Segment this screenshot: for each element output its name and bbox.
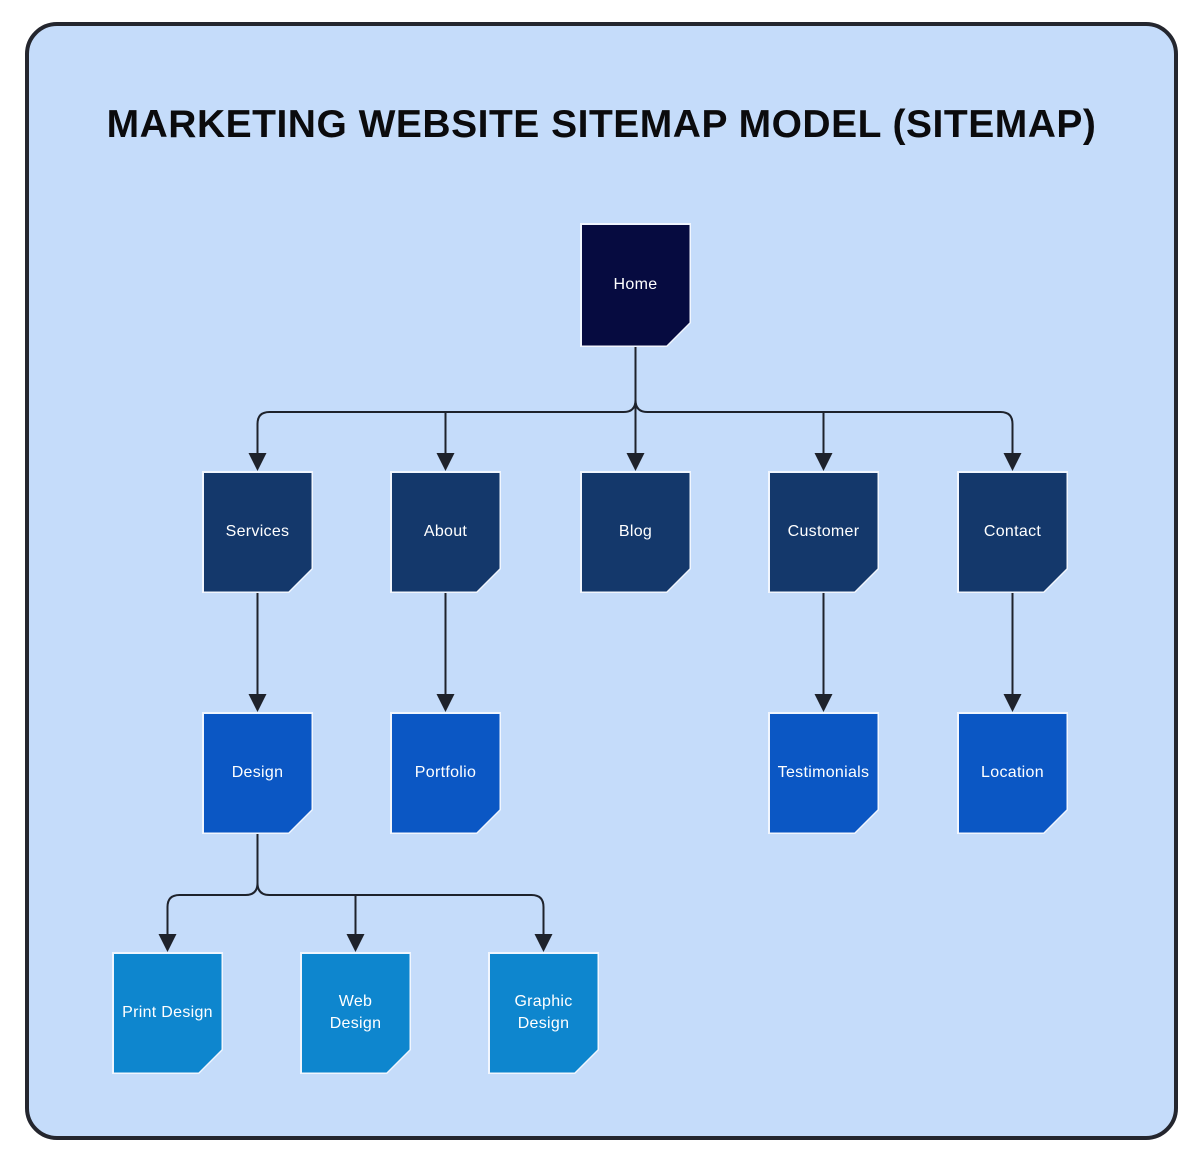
- node-location[interactable]: Location: [957, 712, 1068, 834]
- node-blog-box: Blog: [582, 473, 690, 592]
- node-location-box: Location: [959, 714, 1067, 833]
- node-graphic-design-box: Graphic Design: [490, 954, 598, 1073]
- node-testimonials-box: Testimonials: [770, 714, 878, 833]
- node-web-design-box: Web Design: [302, 954, 410, 1073]
- node-contact[interactable]: Contact: [957, 471, 1068, 593]
- node-services-label: Services: [225, 523, 290, 541]
- node-web-design[interactable]: Web Design: [300, 952, 411, 1074]
- node-about-label: About: [423, 523, 468, 541]
- node-home-label: Home: [613, 276, 658, 294]
- node-blog[interactable]: Blog: [580, 471, 691, 593]
- node-print-design-box: Print Design: [114, 954, 222, 1073]
- node-blog-label: Blog: [618, 523, 653, 541]
- node-about-box: About: [392, 473, 500, 592]
- node-customer-label: Customer: [787, 523, 860, 541]
- node-portfolio-box: Portfolio: [392, 714, 500, 833]
- node-graphic-design-label: Graphic Design: [514, 993, 573, 1032]
- node-home[interactable]: Home: [580, 223, 691, 347]
- node-portfolio-label: Portfolio: [414, 764, 477, 782]
- node-graphic-design[interactable]: Graphic Design: [488, 952, 599, 1074]
- node-portfolio[interactable]: Portfolio: [390, 712, 501, 834]
- node-contact-label: Contact: [983, 523, 1042, 541]
- node-testimonials-label: Testimonials: [777, 764, 870, 782]
- page-title: MARKETING WEBSITE SITEMAP MODEL (SITEMAP…: [106, 103, 1097, 146]
- node-services[interactable]: Services: [202, 471, 313, 593]
- node-contact-box: Contact: [959, 473, 1067, 592]
- node-about[interactable]: About: [390, 471, 501, 593]
- node-design-box: Design: [204, 714, 312, 833]
- node-design[interactable]: Design: [202, 712, 313, 834]
- node-services-box: Services: [204, 473, 312, 592]
- node-location-label: Location: [981, 764, 1044, 782]
- node-testimonials[interactable]: Testimonials: [768, 712, 879, 834]
- node-customer-box: Customer: [770, 473, 878, 592]
- node-design-label: Design: [231, 764, 284, 782]
- node-customer[interactable]: Customer: [768, 471, 879, 593]
- node-print-design-label: Print Design: [122, 1004, 213, 1022]
- node-home-box: Home: [582, 225, 690, 346]
- node-web-design-label: Web Design: [329, 993, 382, 1032]
- node-print-design[interactable]: Print Design: [112, 952, 223, 1074]
